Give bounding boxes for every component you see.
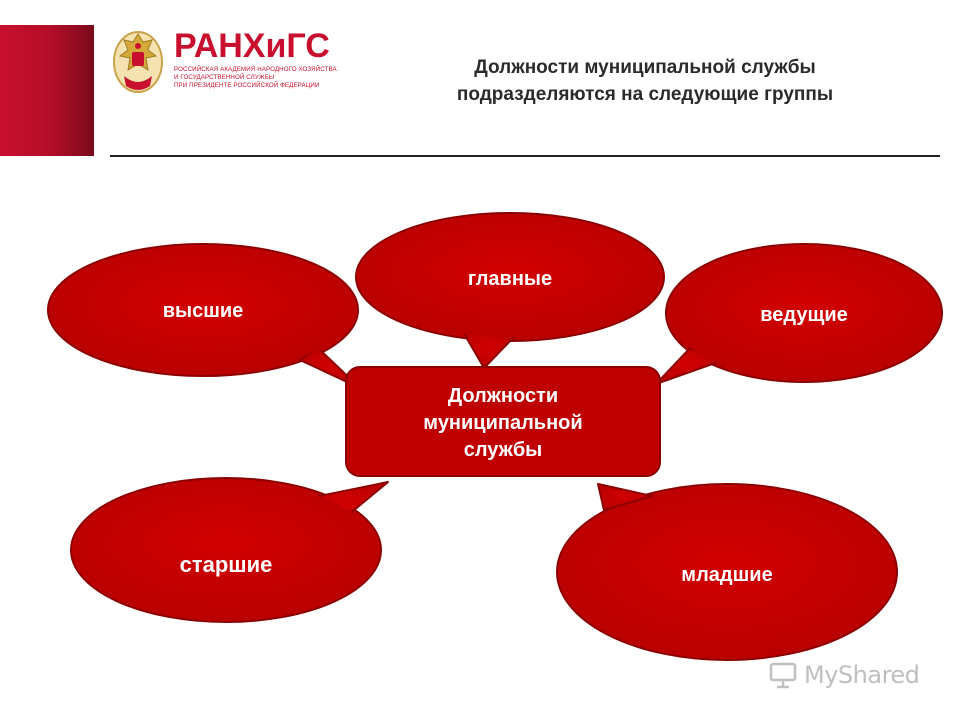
callout-junior-label: младшие xyxy=(681,564,772,586)
callout-leading: ведущие xyxy=(655,243,943,385)
logo-subtitle: Российская академия народного хозяйства … xyxy=(174,66,337,90)
slide-title: Должности муниципальной службы подраздел… xyxy=(380,54,910,108)
callout-main-label: главные xyxy=(468,268,552,290)
logo-title: РАНХиГС xyxy=(174,27,330,65)
logo-subtitle-line: Российская академия народного хозяйства xyxy=(174,66,337,73)
callout-main: главные xyxy=(355,212,665,369)
watermark: MyShared xyxy=(768,658,920,692)
center-box-line: Должности xyxy=(448,385,558,407)
center-box-line: муниципальной xyxy=(423,412,582,434)
slide-title-line: подразделяются на следующие группы xyxy=(456,84,834,105)
slide-title-line: Должности муниципальной службы xyxy=(474,57,816,78)
title-divider xyxy=(110,155,940,157)
logo-subtitle-line: при Президенте Российской Федерации xyxy=(174,82,320,89)
center-box-line: службы xyxy=(464,439,543,461)
logo-subtitle-line: и государственной службы xyxy=(174,74,275,81)
callout-senior-label: старшие xyxy=(180,552,273,577)
corner-accent-bar xyxy=(0,25,94,156)
center-box: Должности муниципальной службы xyxy=(345,366,661,477)
callout-highest-label: высшие xyxy=(163,300,244,322)
watermark-text: MyShared xyxy=(804,661,920,689)
callout-leading-label: ведущие xyxy=(760,304,848,326)
callout-junior: младшие xyxy=(556,483,898,661)
ranepa-logo: РАНХиГС Российская академия народного хо… xyxy=(110,26,337,100)
callout-senior: старшие xyxy=(70,477,389,623)
callout-highest: высшие xyxy=(47,243,361,389)
coat-of-arms-icon xyxy=(113,31,163,93)
presentation-board-icon xyxy=(769,662,797,689)
